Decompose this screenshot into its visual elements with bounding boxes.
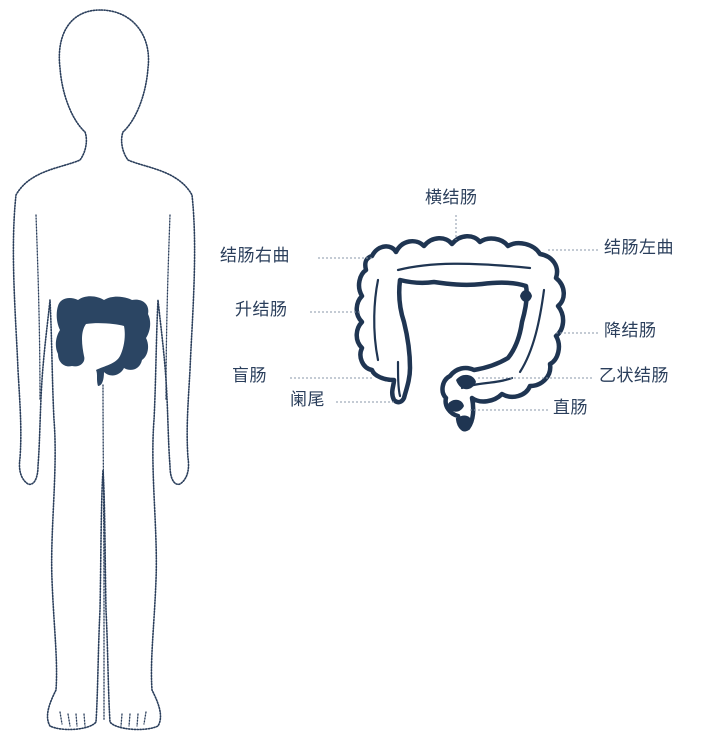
label-appendix: 阑尾 — [290, 392, 325, 409]
label-hepatic-flexure: 结肠右曲 — [220, 248, 290, 265]
leg-separation-line — [103, 385, 104, 720]
label-descending-colon: 降结肠 — [604, 323, 657, 340]
label-sigmoid-colon: 乙状结肠 — [599, 368, 669, 385]
label-ascending-colon: 升结肠 — [235, 302, 288, 319]
left-toes — [60, 712, 85, 726]
label-splenic-flexure: 结肠左曲 — [604, 240, 674, 257]
label-rectum: 直肠 — [553, 400, 588, 417]
colon-outer-outline — [357, 236, 564, 429]
label-transverse-colon: 横结肠 — [425, 190, 478, 207]
colon-inner-gap — [87, 325, 120, 366]
colon-detailed — [357, 236, 564, 431]
colon-silhouette-on-body — [56, 296, 150, 386]
right-toes — [121, 712, 146, 726]
left-arm-inner-line — [36, 215, 40, 400]
label-cecum: 盲肠 — [232, 368, 267, 385]
right-arm-inner-line — [166, 215, 170, 400]
